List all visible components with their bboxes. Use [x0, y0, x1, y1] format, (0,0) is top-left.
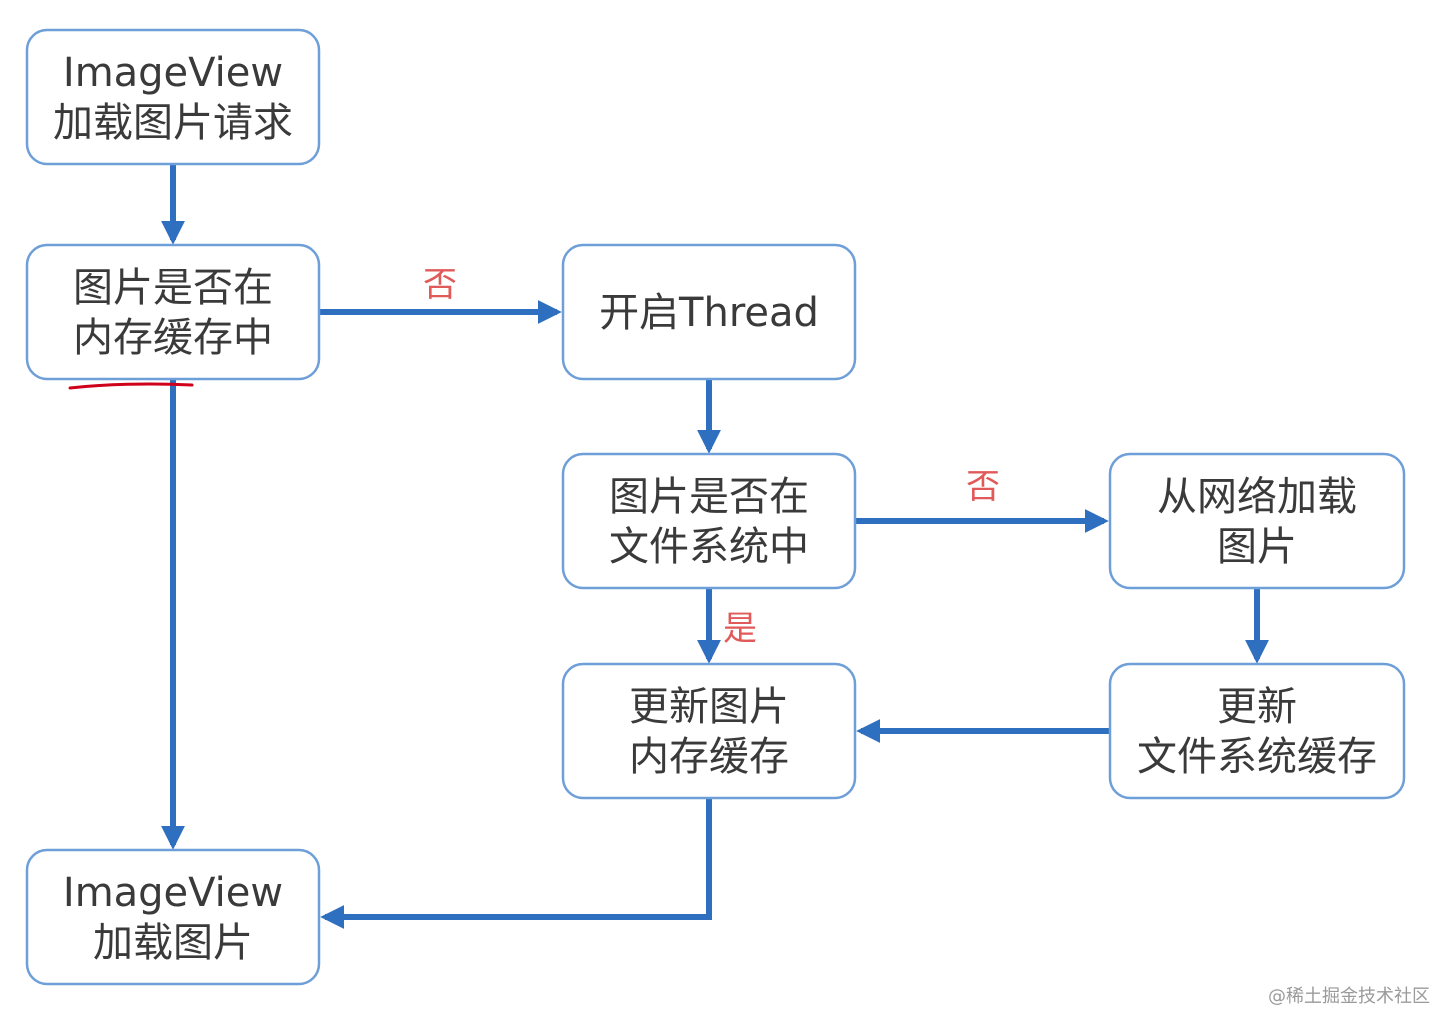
node-text-line: 开启Thread: [599, 290, 819, 336]
edge-label-memory-check-no: 否: [423, 265, 457, 305]
node-text-line: 内存缓存中: [73, 315, 273, 361]
node-text-line: 更新图片: [629, 684, 789, 730]
edge-memory-update-to-view: [320, 798, 712, 929]
node-box: [561, 662, 857, 800]
node-text-line: 文件系统中: [609, 524, 809, 570]
node-text-line: 加载图片: [93, 920, 253, 966]
edge-labels-layer: 否否是: [423, 265, 1000, 649]
node-text-line: 内存缓存: [629, 734, 789, 780]
red-underline-annotation: [68, 382, 194, 390]
edge-label-file-check-yes: 是: [723, 609, 757, 649]
node-text-line: ImageView: [63, 870, 283, 916]
node-box: [25, 848, 321, 986]
node-text-line: 文件系统缓存: [1137, 734, 1377, 780]
node-text-line: 图片是否在: [609, 474, 809, 520]
node-text-line: 从网络加载: [1157, 474, 1357, 520]
node-text-line: 加载图片请求: [53, 100, 293, 146]
watermark: @稀土掘金技术社区: [1268, 986, 1430, 1007]
edge-label-file-check-no: 否: [966, 467, 1000, 507]
node-box: [1108, 662, 1406, 800]
node-text-line: 更新: [1217, 684, 1297, 730]
node-box: [25, 243, 321, 381]
nodes-layer: ImageView加载图片请求图片是否在内存缓存中开启Thread图片是否在文件…: [25, 28, 1406, 986]
node-text-line: ImageView: [63, 50, 283, 96]
node-box: [1108, 452, 1406, 590]
node-box: [561, 243, 857, 381]
edges-layer: [161, 164, 1269, 929]
node-text-line: 图片: [1217, 524, 1297, 570]
node-text-line: 图片是否在: [73, 265, 273, 311]
node-box: [561, 452, 857, 590]
node-box: [25, 28, 321, 166]
node-start-thread: 开启Thread: [561, 243, 857, 381]
